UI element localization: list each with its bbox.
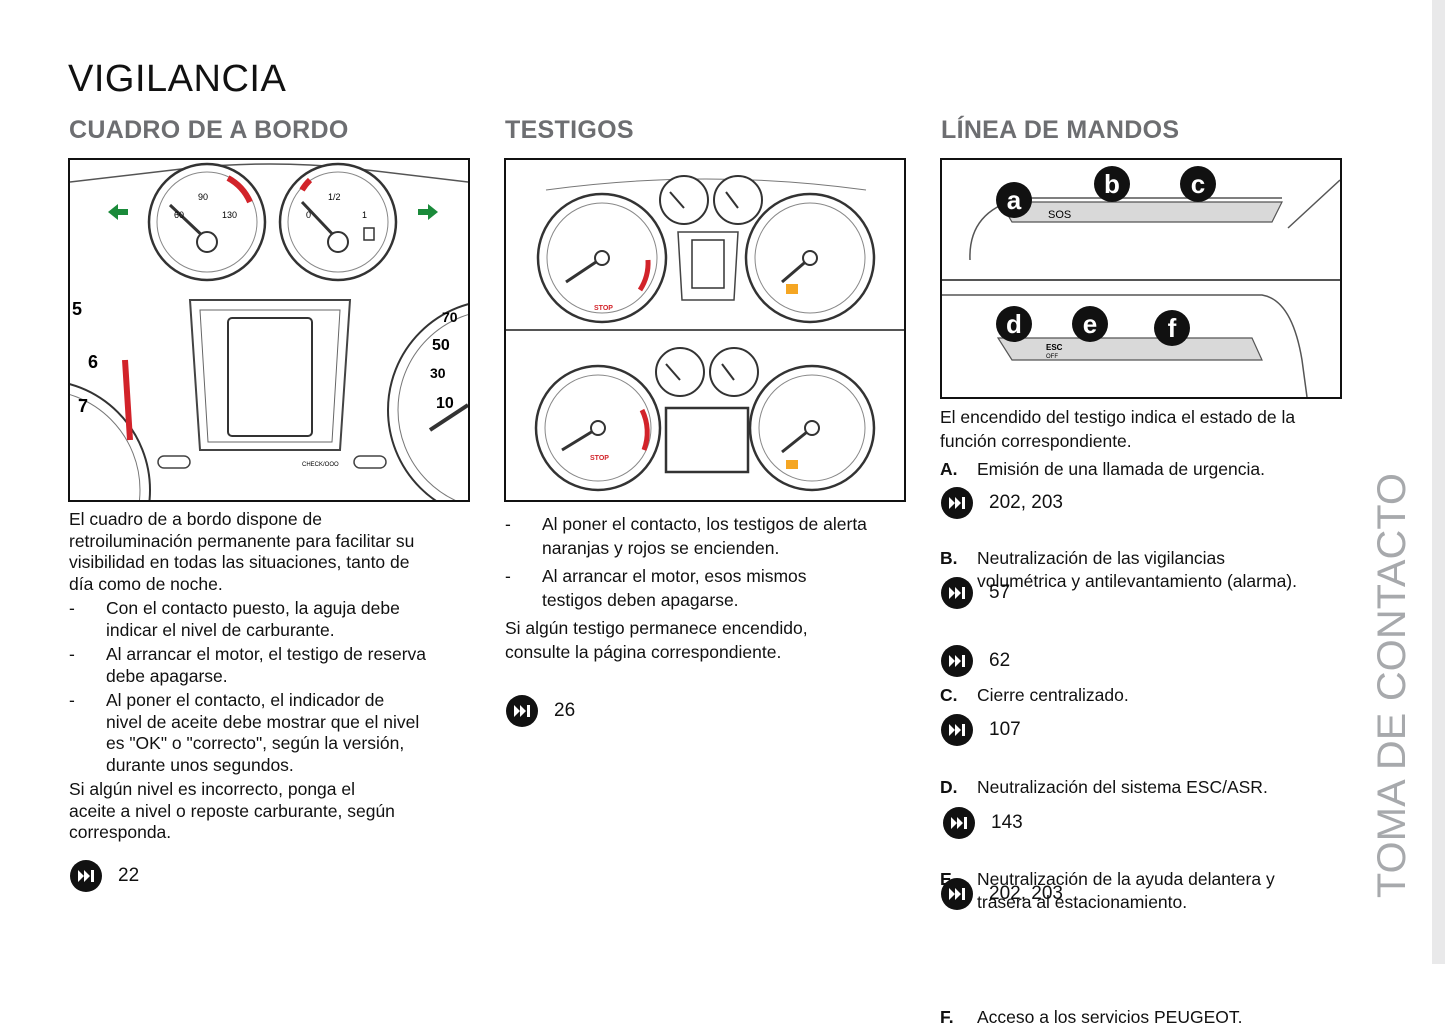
esc-off-label: OFF	[1046, 354, 1058, 360]
forward-arrow-icon	[941, 714, 973, 746]
page-edge-bar	[1432, 0, 1445, 964]
figure-instrument-cluster: 5 6 7 70 50 30 10 90 60 130 1/2 0 1	[68, 158, 470, 502]
temp-label-90: 90	[198, 192, 208, 202]
control-strip-drawing: SOS ESC OFF a b c d e f	[942, 166, 1340, 397]
temp-label-60: 60	[174, 210, 184, 220]
control-item-b: B. Neutralización de las vigilancias vol…	[940, 548, 1297, 591]
heading-cuadro: CUADRO DE A BORDO	[69, 116, 349, 144]
fuel-label-0: 0	[306, 210, 311, 220]
forward-arrow-icon	[941, 645, 973, 677]
col2-bullet: - Al poner el contacto, los testigos de …	[505, 514, 867, 558]
esc-label: ESC	[1046, 343, 1063, 352]
callout-d: d	[1006, 309, 1022, 339]
forward-arrow-icon	[943, 807, 975, 839]
col2-text: - Al poner el contacto, los testigos de …	[505, 512, 905, 664]
warning-lights-drawing: STOP STOP	[506, 175, 904, 492]
sos-label: SOS	[1048, 209, 1071, 221]
rev-label-6: 6	[88, 352, 98, 372]
instrument-cluster-drawing: 5 6 7 70 50 30 10 90 60 130 1/2 0 1	[70, 162, 468, 500]
col2-bullet: - Al arrancar el motor, esos mismos test…	[505, 566, 807, 610]
control-item-e: E. Neutralización de la ayuda delantera …	[940, 869, 1275, 912]
control-item-d: D. Neutralización del sistema ESC/ASR.	[940, 777, 1268, 797]
fuel-label-half: 1/2	[328, 192, 341, 202]
right-turn-indicator-icon	[418, 204, 438, 220]
control-item-f: F. Acceso a los servicios PEUGEOT.	[940, 1007, 1243, 1027]
spd-label-50: 50	[432, 337, 450, 354]
left-turn-indicator-icon	[108, 204, 128, 220]
spd-label-10: 10	[436, 395, 454, 412]
figure-control-strip: SOS ESC OFF a b c d e f	[940, 158, 1342, 399]
page-reference-e[interactable]: 143	[942, 806, 1023, 840]
center-screen	[227, 317, 313, 437]
col1-bullet: - Al poner el contacto, el indicador de …	[69, 690, 420, 775]
figure-warning-lights: STOP STOP	[504, 158, 906, 502]
temp-label-130: 130	[222, 210, 237, 220]
forward-arrow-icon	[506, 695, 538, 727]
col3-intro: El encendido del testigo indica el estad…	[940, 407, 1296, 451]
callout-b: b	[1104, 169, 1120, 199]
forward-arrow-icon	[70, 860, 102, 892]
section-side-label: TOMA DE CONTACTO	[1371, 473, 1411, 898]
rev-label-5: 5	[72, 299, 82, 319]
forward-arrow-icon	[941, 487, 973, 519]
callout-e: e	[1083, 309, 1097, 339]
stop-label-top: STOP	[594, 305, 613, 312]
spd-label-30: 30	[430, 365, 446, 381]
page-reference-a[interactable]: 202, 203	[940, 486, 1063, 520]
forward-arrow-icon	[941, 878, 973, 910]
control-item-a: A. Emisión de una llamada de urgencia.	[940, 459, 1265, 479]
page-reference-d[interactable]: 107	[940, 713, 1021, 747]
page-title: VIGILANCIA	[68, 58, 287, 100]
col1-bullet: - Con el contacto puesto, la aguja debe …	[69, 598, 400, 640]
fuel-label-1: 1	[362, 210, 367, 220]
col1-bullet: - Al arrancar el motor, el testigo de re…	[69, 644, 427, 686]
control-item-c: C. Cierre centralizado.	[940, 685, 1129, 705]
heading-testigos: TESTIGOS	[505, 116, 634, 144]
col1-intro: El cuadro de a bordo dispone de retroilu…	[69, 509, 415, 594]
callout-f: f	[1168, 313, 1177, 343]
col2-outro: Si algún testigo permanece encendido, co…	[505, 618, 808, 662]
heading-linea-mandos: LÍNEA DE MANDOS	[941, 116, 1180, 144]
page-reference-b[interactable]: 57	[940, 576, 1010, 610]
check-label: CHECK/OOO	[302, 462, 339, 468]
col1-text: El cuadro de a bordo dispone de retroilu…	[69, 509, 469, 844]
svg-text:TOMA DE CONTACTO: TOMA DE CONTACTO	[1371, 473, 1411, 898]
page-reference-22[interactable]: 22	[69, 859, 139, 893]
page-reference-26[interactable]: 26	[505, 694, 575, 728]
page-reference-c[interactable]: 62	[940, 644, 1010, 678]
fuel-pump-icon	[363, 227, 375, 241]
forward-arrow-icon	[941, 577, 973, 609]
stop-label-bottom: STOP	[590, 455, 609, 462]
page-reference-f[interactable]: 202, 203	[940, 877, 1063, 911]
rev-label-7: 7	[78, 396, 88, 416]
callout-a: a	[1007, 185, 1022, 215]
callout-c: c	[1191, 169, 1205, 199]
spd-label-70: 70	[442, 309, 458, 325]
col1-outro: Si algún nivel es incorrecto, ponga el a…	[69, 779, 395, 842]
